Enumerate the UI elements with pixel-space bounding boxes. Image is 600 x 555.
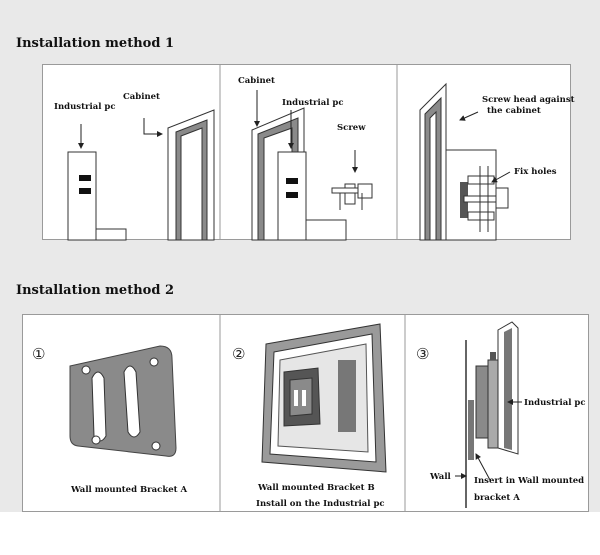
method2-title: Installation method 2 xyxy=(16,283,174,298)
method2-panel2-illustration xyxy=(251,90,373,241)
label-cabinet-2: Cabinet xyxy=(238,76,275,86)
label-screw: Screw xyxy=(337,123,366,133)
label-screw-head-1: Screw head against xyxy=(482,95,575,105)
label-cabinet-1: Cabinet xyxy=(123,92,160,102)
caption-bracket-b-1: Wall mounted Bracket B xyxy=(257,483,375,493)
label-fix-holes: Fix holes xyxy=(514,167,557,177)
bracket-a-illustration xyxy=(69,345,177,457)
side-mount-illustration xyxy=(455,321,522,508)
bottom-band xyxy=(0,512,600,555)
label-wall: Wall xyxy=(429,472,452,482)
label-insert-1: Insert in Wall mounted xyxy=(474,476,584,486)
caption-bracket-b-2: Install on the Industrial pc xyxy=(256,499,385,509)
label-industrial-pc-3: Industrial pc xyxy=(524,398,586,408)
label-industrial-pc-1: Industrial pc xyxy=(54,102,116,112)
method1-title: Installation method 1 xyxy=(16,36,174,51)
label-insert-2: bracket A xyxy=(474,493,520,503)
caption-bracket-a: Wall mounted Bracket A xyxy=(70,485,188,495)
label-industrial-pc-2: Industrial pc xyxy=(282,98,344,108)
label-screw-head-2: the cabinet xyxy=(487,106,541,116)
step3-number: ③ xyxy=(416,345,429,363)
method1-panel3-illustration xyxy=(419,82,511,241)
method1-panel1-illustration xyxy=(67,109,215,241)
bracket-b-illustration xyxy=(261,323,387,473)
step2-number: ② xyxy=(232,345,245,363)
step1-number: ① xyxy=(32,345,45,363)
